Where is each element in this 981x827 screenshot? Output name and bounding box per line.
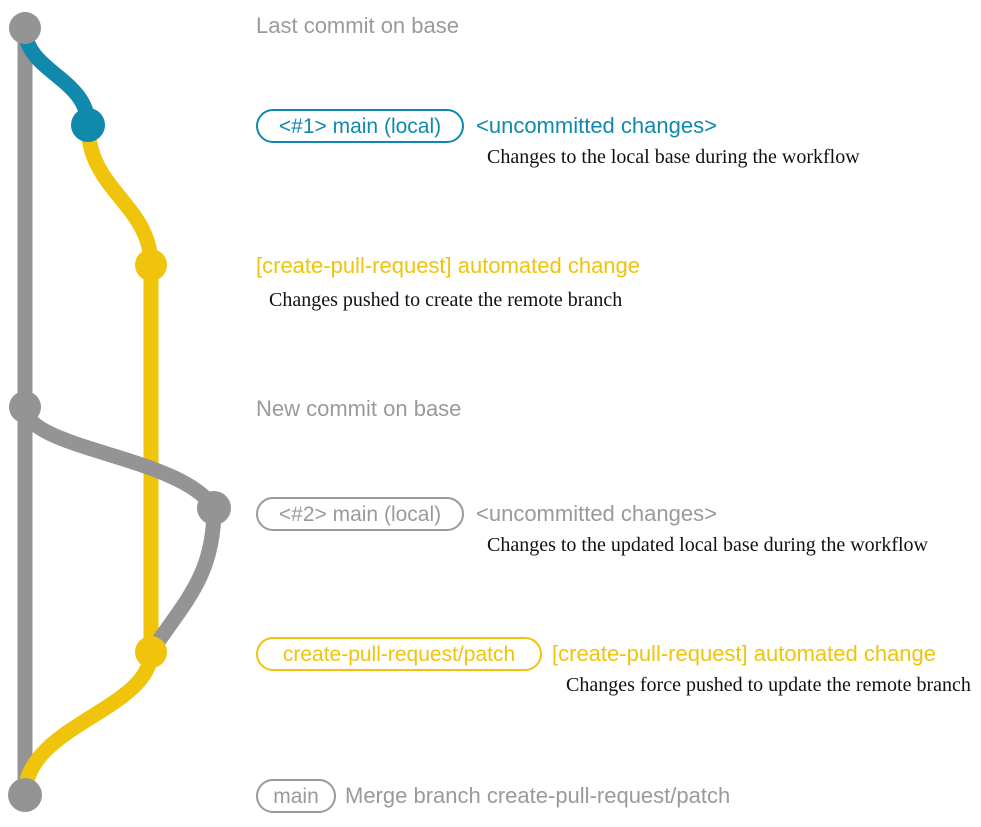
commit-dot-local-2[interactable] [197, 491, 231, 525]
commit-caption-force-pushed-update-remote-branch: Changes force pushed to update the remot… [566, 674, 971, 696]
commit-subject-automated-change-2: [create-pull-request] automated change [552, 641, 937, 666]
commit-label-last-commit-on-base: Last commit on base [256, 13, 459, 38]
commit-dot-base-merge[interactable] [8, 778, 42, 812]
ref-badge-create-pull-request-patch[interactable]: create-pull-request/patch [256, 637, 542, 671]
commit-caption-pushed-create-remote-branch: Changes pushed to create the remote bran… [269, 289, 623, 311]
ref-badge-main[interactable]: main [256, 779, 336, 813]
ref-badge-main-local-1[interactable]: <#1> main (local) [256, 109, 464, 143]
commit-subject-uncommitted-changes-2: <uncommitted changes> [476, 501, 717, 526]
commit-dot-base-last[interactable] [9, 12, 41, 44]
commit-caption-updated-local-base-workflow: Changes to the updated local base during… [487, 534, 928, 556]
commit-subject-automated-change-1: [create-pull-request] automated change [256, 253, 641, 278]
commit-caption-local-base-workflow: Changes to the local base during the wor… [487, 146, 860, 168]
edge-yellow-from-blue [80, 117, 159, 273]
commit-dot-local-1[interactable] [71, 108, 105, 142]
commit-subject-uncommitted-changes-1: <uncommitted changes> [476, 113, 717, 138]
edge-gray-to-merge [17, 399, 222, 516]
edge-gray-merge-down [143, 500, 222, 660]
commit-dot-patch-1[interactable] [135, 249, 167, 281]
commit-dot-patch-2[interactable] [135, 636, 167, 668]
commit-label-new-commit-on-base: New commit on base [256, 396, 462, 421]
commit-dot-base-new[interactable] [9, 391, 41, 423]
ref-badge-main-local-2[interactable]: <#2> main (local) [256, 497, 464, 531]
commit-subject-merge-branch: Merge branch create-pull-request/patch [345, 783, 731, 808]
edge-yellow-to-base [17, 644, 159, 803]
